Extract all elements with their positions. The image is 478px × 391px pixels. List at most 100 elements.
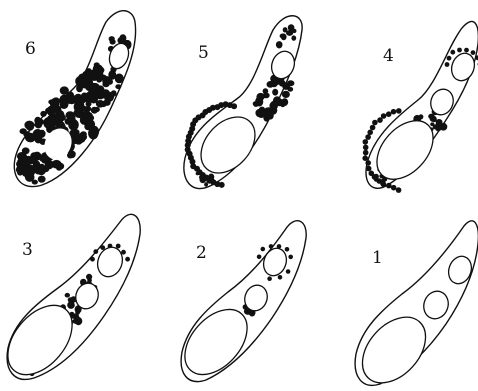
granule [386,183,392,189]
granule [259,110,266,118]
granule [380,180,386,186]
granule [447,56,452,61]
granule [34,117,41,125]
stage-label-4: 4 [383,46,394,66]
granule [272,89,278,96]
granule [280,34,286,39]
granule [26,158,34,165]
cell-stage-5: 5 [184,16,302,189]
granule [438,123,443,127]
granule [256,93,264,101]
granule [88,88,94,94]
granule [38,176,46,183]
stage-label-6: 6 [25,39,36,59]
granule [75,310,80,315]
granule [92,94,98,99]
granule [276,41,283,48]
granule [365,160,371,166]
granule [38,164,45,170]
granule [17,158,23,164]
granule [285,247,290,252]
granule [280,101,285,107]
granule [372,120,378,126]
granule [109,71,116,80]
granule [286,269,291,274]
granule [102,89,109,95]
granule [43,117,54,129]
granule [32,180,38,185]
granule [59,95,69,106]
stage-label-1: 1 [372,248,383,268]
cell-stage-3: 3 [0,214,140,386]
granule [96,100,105,108]
granule [386,111,392,117]
granule [396,108,402,114]
granule [91,107,98,114]
granule [253,102,258,107]
granule [283,27,288,32]
granule [288,255,293,260]
granule [86,274,92,280]
granule [396,187,402,193]
granule [269,102,278,110]
granule [90,257,95,262]
granule [116,244,121,249]
granule [365,134,371,140]
granule [82,77,90,83]
stage-label-3: 3 [22,240,33,260]
granule [45,108,52,114]
granule [471,50,476,55]
granule [287,87,293,92]
granule [20,128,27,134]
granule [22,170,28,177]
granule [102,81,109,87]
granule [267,276,272,281]
granule [96,76,102,83]
granule [115,84,121,89]
granule [450,50,455,55]
granule [60,86,69,94]
granule [433,124,438,129]
granule [363,139,369,145]
cell-stage-4: 4 [362,21,478,192]
granule [367,130,373,136]
granule [56,110,65,120]
granule [69,151,76,158]
granule [65,293,70,298]
granule [86,101,92,106]
granule [288,81,293,86]
granule [261,247,266,252]
granule [464,48,469,53]
stage-label-2: 2 [196,243,207,263]
granule [75,317,83,325]
granule [26,123,34,131]
granule [292,29,296,33]
granule [363,150,369,156]
granule [69,116,75,121]
granule [291,35,296,40]
granule [204,182,208,186]
granule [208,174,214,181]
granule [95,66,103,76]
granule [125,257,130,262]
granule [257,254,262,259]
granule [381,113,387,119]
cell-stage-6: 6 [14,11,135,187]
granule [278,275,283,280]
granule [391,185,397,191]
granule [391,109,397,115]
granule [370,125,376,131]
cell-stage-1: 1 [350,221,478,391]
granule [93,249,98,254]
granule [82,111,91,119]
granule [231,103,237,109]
granule [110,39,116,45]
granule [445,62,450,67]
granule [74,102,84,112]
granule [374,177,379,182]
granule [363,145,369,151]
granule [362,155,368,161]
cell-stage-2: 2 [173,221,306,387]
